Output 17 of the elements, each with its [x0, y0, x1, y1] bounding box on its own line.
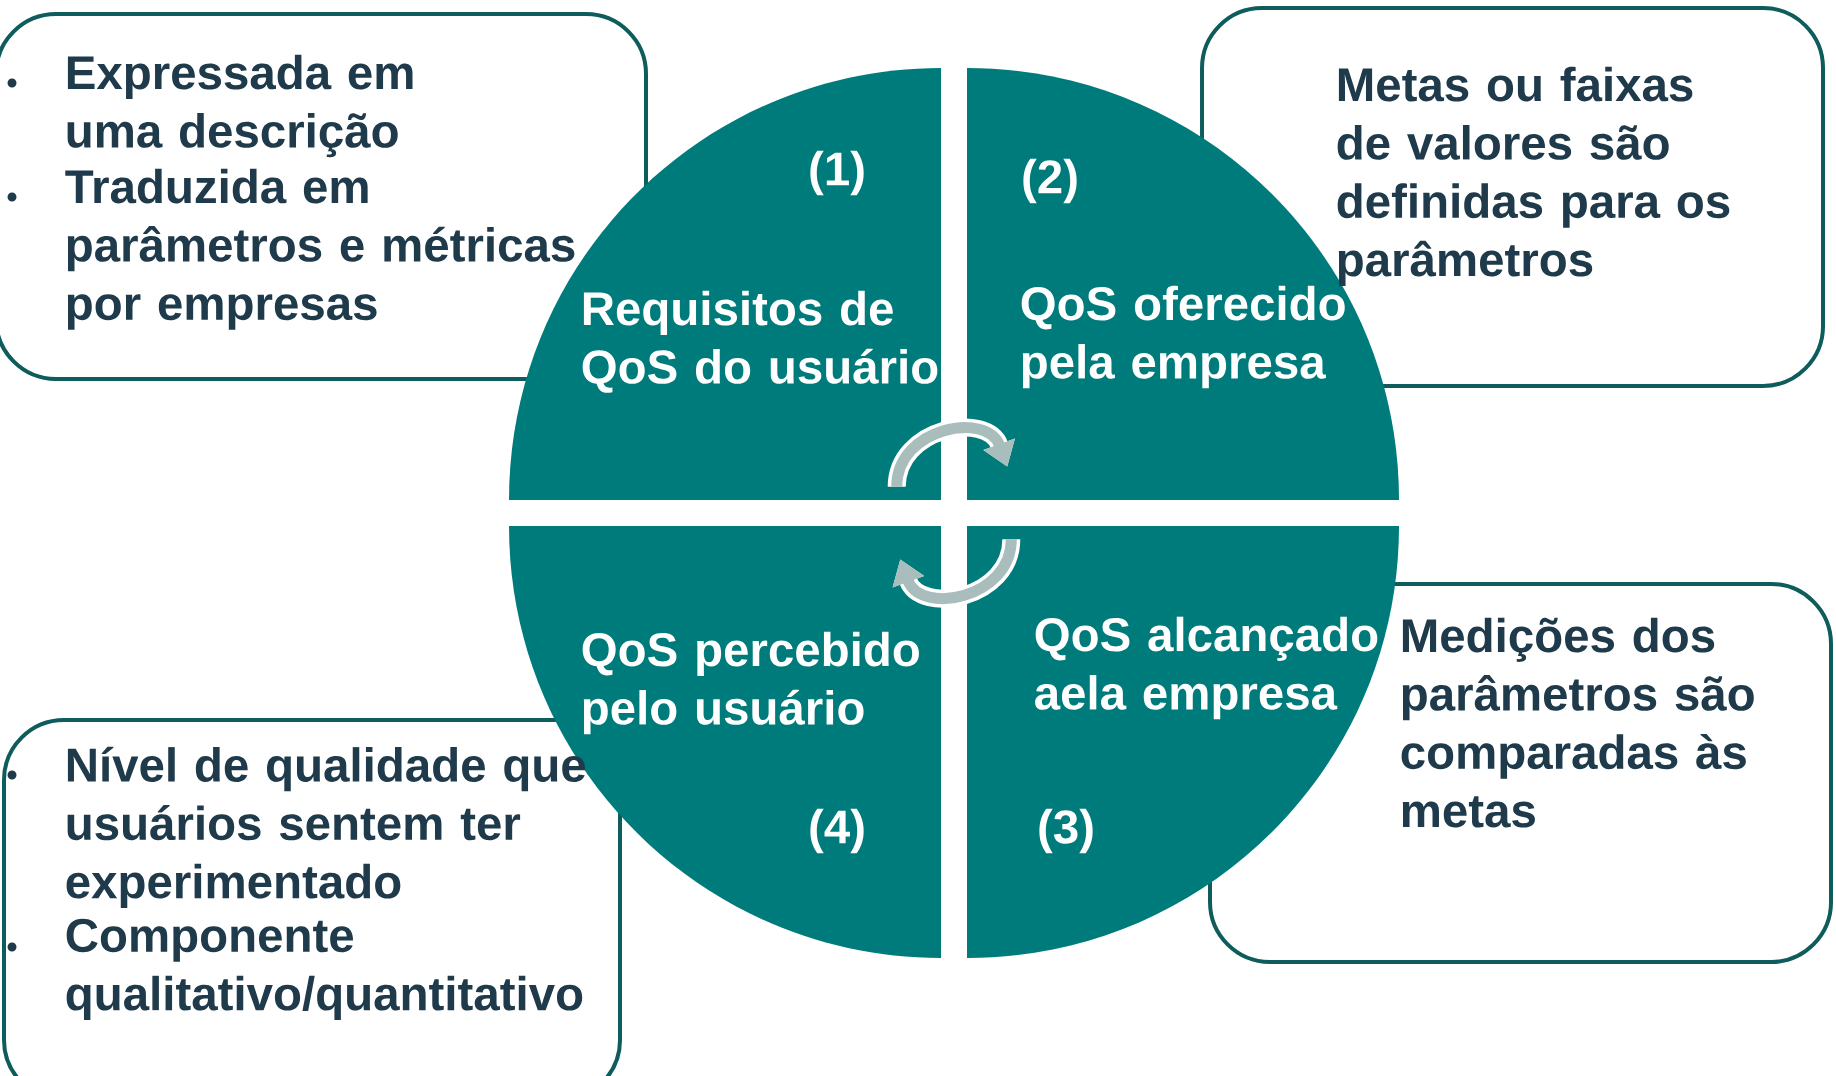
step-number: (2): [1023, 158, 1077, 204]
callout-text: Expressada em uma descrição: [7, 54, 413, 158]
step-number: (1): [810, 150, 864, 196]
callout-text: Componente qualitativo/quantitativo: [7, 918, 583, 1021]
cycle-arrow: [892, 538, 1021, 608]
callout-text: Traduzida em parâmetros e métricas por empresas: [7, 168, 575, 330]
quadrant-sector: [967, 526, 1399, 958]
step-number: (4): [810, 808, 864, 854]
callout-text: Nível de qualidade que usuários sentem ter experimentado: [7, 746, 586, 909]
quadrant-label: QoS oferecido pela empresa: [1021, 285, 1345, 389]
step-number: (3): [1039, 808, 1093, 854]
quadrant-label: Requisitos de QoS do usuário: [582, 290, 938, 393]
quadrant-label: QoS percebido pelo usuário: [582, 631, 919, 735]
quadrant-label: QoS alcançado aela empresa: [1035, 616, 1378, 720]
cycle-arrow: [887, 418, 1015, 488]
callout-text: Medições dos parâmetros são comparadas às metas: [1401, 617, 1754, 828]
callout-text: Metas ou faixas de valores são definidas para os parâmetros: [1337, 66, 1730, 286]
